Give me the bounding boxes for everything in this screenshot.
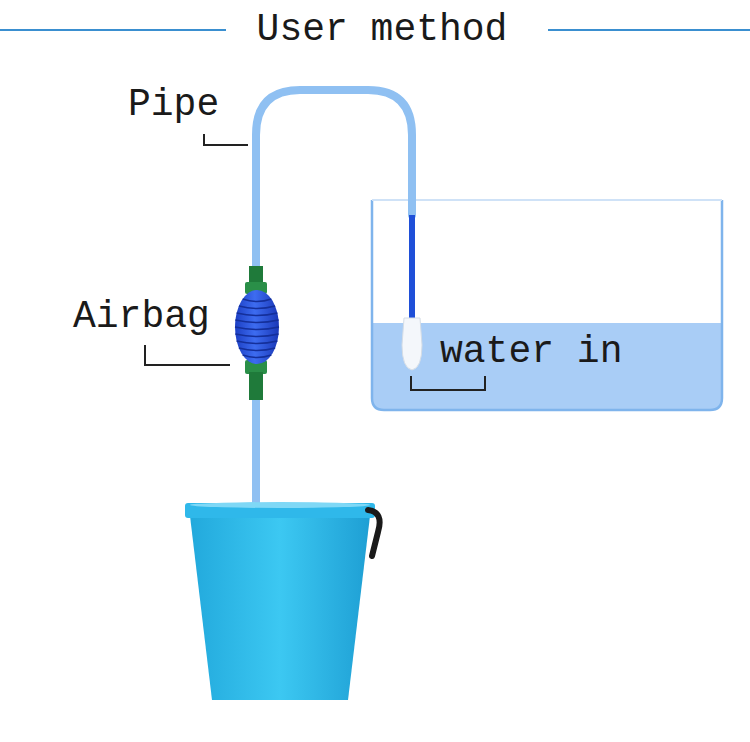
bucket-handle <box>368 510 380 556</box>
leader-line <box>204 134 248 145</box>
bucket-opening <box>190 502 370 508</box>
airbag-rib <box>235 320 278 323</box>
tank-rim <box>372 199 722 201</box>
airbag-rib <box>237 313 278 316</box>
bucket <box>190 516 370 700</box>
tank <box>372 200 722 410</box>
title-rule <box>0 29 226 31</box>
airbag-rib <box>239 306 275 309</box>
airbag-rib <box>243 355 272 358</box>
airbag-rib <box>235 334 278 337</box>
leader-line <box>411 376 485 390</box>
airbag-ribs <box>235 299 279 358</box>
part-label: Pipe <box>128 86 219 124</box>
title: User method <box>253 11 512 49</box>
airbag-rib <box>235 327 279 330</box>
leader-line <box>145 345 230 365</box>
title-rule <box>548 29 750 31</box>
pipe <box>256 90 412 505</box>
airbag <box>235 290 279 364</box>
bucket-rim <box>185 503 375 518</box>
airbag-rib <box>243 299 272 302</box>
airbag-rib <box>239 348 275 351</box>
connector <box>249 266 263 284</box>
nozzle <box>402 318 422 370</box>
water <box>372 323 722 410</box>
airbag-rib <box>237 341 278 344</box>
part-label: Airbag <box>73 298 210 336</box>
part-label: water in <box>440 333 622 371</box>
pipe-inside <box>409 215 415 318</box>
connector <box>249 372 263 400</box>
